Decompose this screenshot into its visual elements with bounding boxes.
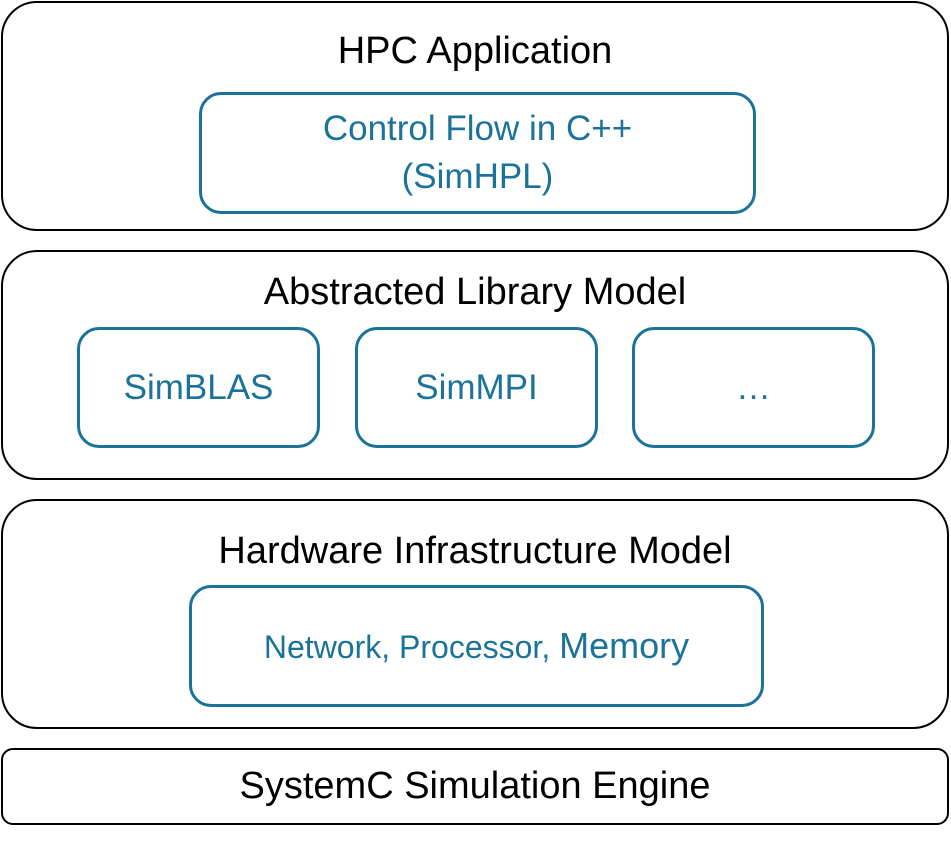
layer-hardware-infrastructure-model: Hardware Infrastructure Model Network, P… [1, 499, 949, 729]
module-control-flow-line1: Control Flow in C++ [322, 109, 633, 148]
module-hardware-label: Network, Processor, Memory [264, 625, 689, 667]
layer-systemc-simulation-engine: SystemC Simulation Engine [1, 748, 949, 825]
module-network-processor-memory: Network, Processor, Memory [189, 585, 764, 707]
module-simmpi-label: SimMPI [415, 367, 538, 407]
module-more-label: … [736, 367, 771, 407]
layer-hpc-application: HPC Application Control Flow in C++ (Sim… [1, 1, 949, 231]
module-control-flow: Control Flow in C++ (SimHPL) [199, 92, 756, 214]
module-control-flow-line2: (SimHPL) [401, 157, 554, 196]
module-hardware-memory: Memory [559, 625, 690, 666]
module-simblas: SimBLAS [77, 327, 320, 448]
module-simmpi: SimMPI [355, 327, 598, 448]
module-more: … [632, 327, 875, 448]
layer-title-systemc-simulation-engine: SystemC Simulation Engine [239, 765, 711, 807]
layer-title-abstracted-library-model: Abstracted Library Model [263, 271, 687, 313]
module-hardware-prefix: Network, Processor, [263, 629, 560, 665]
layer-title-hardware-infrastructure-model: Hardware Infrastructure Model [218, 530, 732, 572]
layer-abstracted-library-model: Abstracted Library Model SimBLAS SimMPI … [1, 250, 949, 480]
module-simblas-label: SimBLAS [123, 367, 274, 407]
layer-title-hpc-application: HPC Application [337, 30, 613, 72]
